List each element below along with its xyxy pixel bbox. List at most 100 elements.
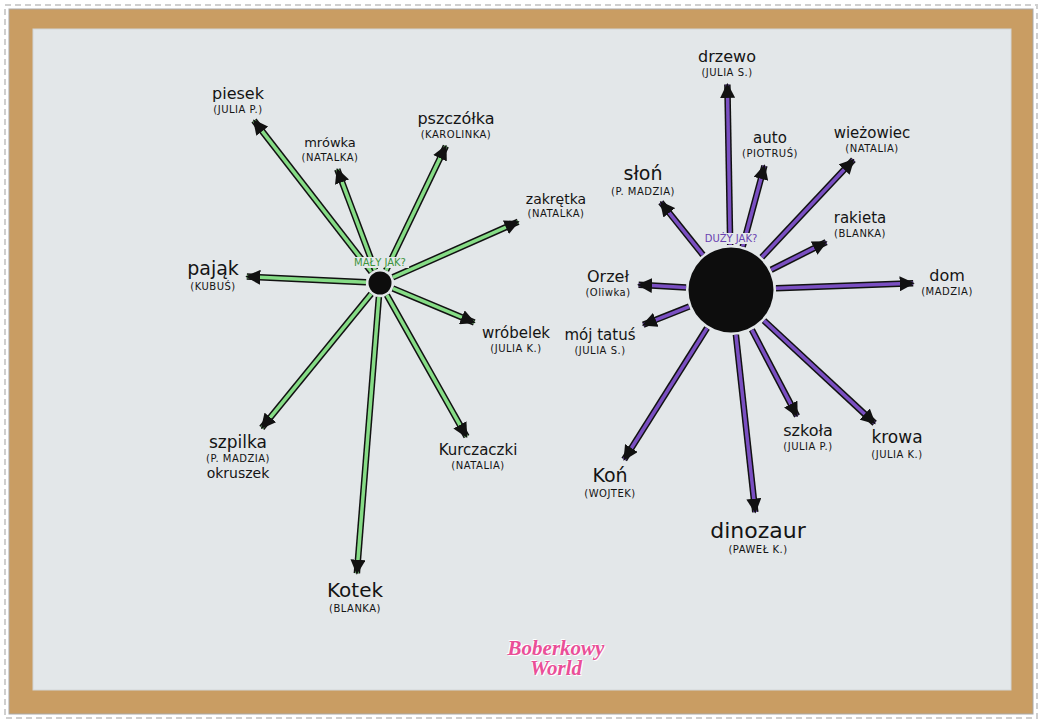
child-name: (P. MADZIA): [206, 453, 270, 465]
arrow-connector: [386, 146, 446, 270]
word-label: Orzeł: [585, 268, 630, 286]
word-label: pszczółka: [417, 110, 494, 128]
arrow-connector: [393, 222, 518, 278]
arrow-connector: [254, 121, 371, 272]
arrow-connector: [387, 295, 467, 436]
word-label: słoń: [611, 163, 675, 185]
hub-circle: DUŻY JAK?: [688, 247, 774, 333]
word-node: pszczółka(KAROLINKA): [413, 108, 498, 143]
arrow-outline: [262, 294, 371, 428]
arrow-shaft: [776, 283, 913, 288]
arrow-connector: [624, 328, 707, 459]
arrow-connector: [357, 297, 379, 573]
child-name: (NATALIA): [834, 143, 911, 155]
hub-dot: [688, 247, 774, 333]
word-label: auto: [742, 130, 798, 147]
arrow-shaft: [643, 307, 689, 325]
hub-dot: [368, 271, 392, 295]
child-name: (PIOTRUŚ): [742, 148, 798, 160]
word-label: pająk: [187, 258, 239, 280]
child-name: (NATALIA): [439, 460, 518, 472]
child-name: (JULIA P.): [212, 104, 264, 116]
word-node: Kotek(BLANKA): [323, 577, 387, 617]
arrow-shaft: [393, 222, 518, 278]
child-name: (JULIA S.): [564, 345, 635, 357]
word-label: szkoła: [783, 422, 833, 440]
arrow-shaft: [727, 84, 730, 245]
arrow-connector: [393, 288, 474, 322]
arrow-connector: [337, 169, 375, 269]
word-label: wieżowiec: [834, 125, 911, 142]
word-node: mój tatuś(JULIA S.): [560, 325, 639, 359]
word-label: mrówka: [302, 136, 359, 151]
word-node: słoń(P. MADZIA): [607, 161, 679, 199]
child-name: (WOJTEK): [584, 488, 636, 500]
arrow-outline: [776, 283, 913, 288]
arrow-connector: [771, 242, 826, 270]
word-node: dinozaur(PAWEŁ K.): [706, 516, 810, 558]
hub-dot-fill: [689, 248, 774, 333]
arrow-shaft: [254, 121, 371, 272]
arrow-shaft: [661, 202, 703, 255]
word-node: szkoła(JULIA P.): [779, 420, 837, 455]
word-label: krowa: [871, 428, 922, 448]
word-node: wieżowiec(NATALIA): [830, 123, 915, 157]
arrow-connector: [736, 335, 755, 512]
word-label: dom: [921, 267, 973, 285]
arrow-connector: [727, 84, 730, 245]
word-label: Kurczaczki: [439, 442, 518, 459]
arrow-shaft: [624, 328, 707, 459]
arrow-shaft: [247, 277, 366, 283]
arrow-outline: [247, 277, 366, 283]
child-name: (Oliwka): [585, 287, 630, 299]
arrow-connector: [764, 321, 875, 424]
arrow-outline: [762, 160, 854, 257]
child-name: (NATALKA): [302, 152, 359, 164]
arrow-shaft: [262, 294, 371, 428]
arrow-outline: [386, 146, 446, 270]
arrow-shaft: [337, 169, 375, 269]
child-name: (BLANKA): [834, 228, 887, 240]
arrow-outline: [661, 202, 703, 255]
arrow-shaft: [393, 288, 474, 322]
child-name: (MADZIA): [921, 286, 973, 298]
arrow-connector: [661, 202, 703, 255]
hub-question: DUŻY JAK?: [702, 233, 761, 244]
word-label: dinozaur: [710, 518, 806, 543]
child-name: (PAWEŁ K.): [710, 544, 806, 556]
word-label: drzewo: [698, 48, 756, 66]
word-node: krowa(JULIA K.): [867, 426, 926, 462]
arrow-shaft: [387, 295, 467, 436]
child-name: (BLANKA): [327, 603, 383, 615]
arrow-outline: [643, 307, 689, 325]
arrow-connector: [247, 277, 366, 283]
arrow-outline: [393, 222, 518, 278]
hub-dot-fill: [369, 272, 392, 295]
arrow-outline: [771, 242, 826, 270]
arrow-outline: [639, 285, 687, 288]
child-name: (JULIA P.): [783, 441, 833, 453]
arrow-shaft: [736, 335, 755, 512]
dashed-frame: [5, 5, 1037, 718]
child-name: (KUBUŚ): [187, 281, 239, 293]
word-node: Kurczaczki(NATALIA): [435, 440, 522, 474]
arrow-outline: [387, 295, 467, 436]
word-node: dom(MADZIA): [917, 265, 977, 300]
arrow-shaft: [762, 160, 854, 257]
word-node: mrówka(NATALKA): [298, 134, 363, 165]
word-node: Koń(WOJTEK): [580, 463, 640, 501]
word-node: zakrętka(NATALKA): [522, 189, 590, 222]
child-name: (NATALKA): [526, 208, 586, 220]
word-node: drzewo(JULIA S.): [694, 46, 760, 81]
child-name: (JULIA S.): [698, 67, 756, 79]
word-label: zakrętka: [526, 191, 586, 207]
hub-circle: MAŁY JAK?: [368, 271, 392, 295]
frame-edge: [9, 9, 1033, 714]
arrow-outline: [727, 84, 730, 245]
arrow-shaft: [639, 285, 687, 288]
arrow-outline: [337, 169, 375, 269]
arrow-shaft: [357, 297, 379, 573]
arrow-connector: [639, 285, 687, 288]
